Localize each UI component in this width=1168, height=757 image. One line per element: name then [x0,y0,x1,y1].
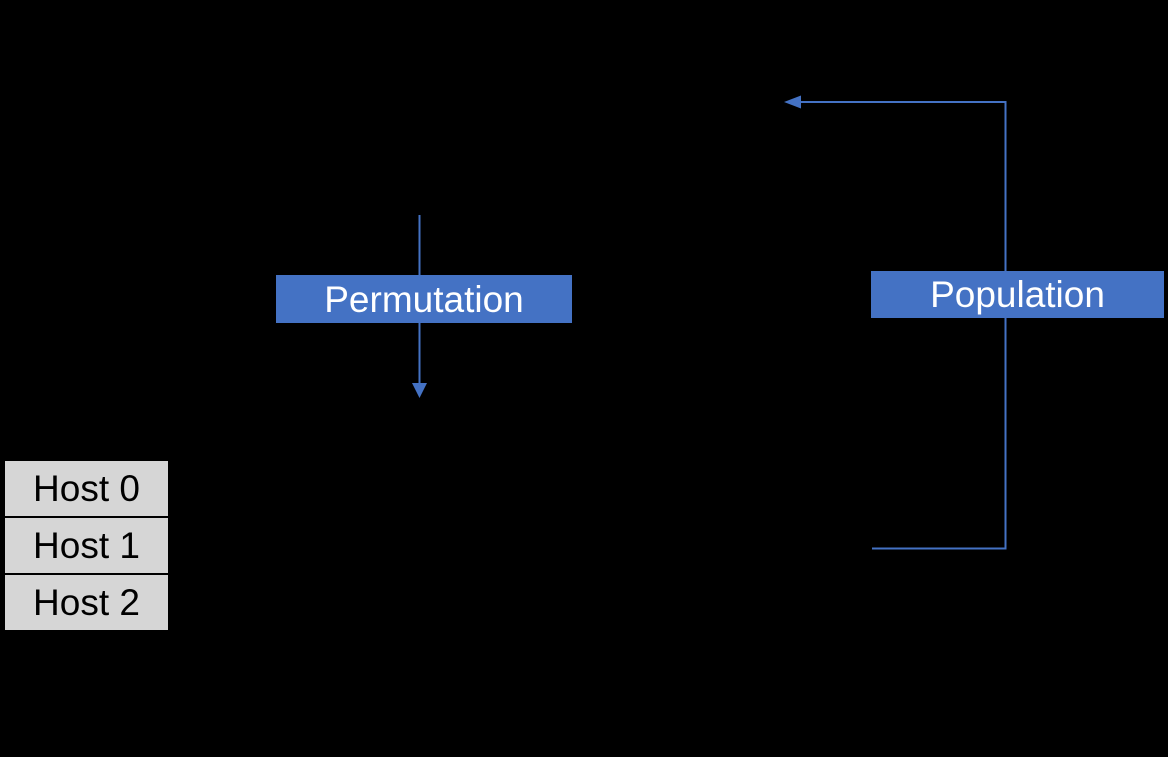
population-label-box: Population [871,271,1164,318]
population-label: Population [930,274,1105,315]
host-0-label: Host 0 [33,468,140,509]
host-1-label: Host 1 [33,525,140,566]
host-row-2: Host 2 [3,573,170,632]
population-loop-arrowhead-left-icon [784,95,801,109]
host-2-label: Host 2 [33,582,140,623]
permutation-arrowhead-down-icon [412,383,427,398]
permutation-label-box: Permutation [276,275,572,323]
host-row-1: Host 1 [3,516,170,575]
population-loop-line [801,101,1007,550]
host-row-0: Host 0 [3,459,170,518]
host-stack: Host 0 Host 1 Host 2 [3,459,170,632]
permutation-label: Permutation [324,278,524,320]
